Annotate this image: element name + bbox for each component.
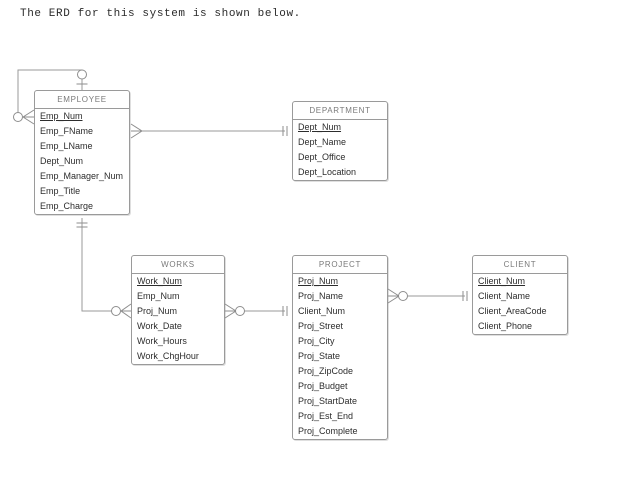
attribute-label: Proj_Num <box>137 306 178 316</box>
attribute-row: Emp_Charge <box>35 199 129 214</box>
attribute-row: Work_ChgHour <box>132 349 224 364</box>
crows-foot <box>224 303 237 319</box>
attribute-row: Proj_Budget <box>293 379 387 394</box>
attribute-row: Dept_Num <box>35 154 129 169</box>
attribute-row: Proj_State <box>293 349 387 364</box>
cardinality-zero-circle <box>235 306 245 316</box>
attribute-label: Emp_LName <box>40 141 93 151</box>
attribute-label: Proj_ZipCode <box>298 366 354 376</box>
entity-title-department: DEPARTMENT <box>293 102 387 120</box>
attribute-row: Work_Date <box>132 319 224 334</box>
attribute-row: Work_Hours <box>132 334 224 349</box>
cardinality-zero-circle <box>13 112 23 122</box>
entity-title-employee: EMPLOYEE <box>35 91 129 109</box>
attribute-row: Emp_Title <box>35 184 129 199</box>
attribute-row: Client_Phone <box>473 319 567 334</box>
attribute-label: Client_Num <box>478 276 526 286</box>
attribute-label: Work_ChgHour <box>137 351 199 361</box>
cardinality-one-and-only-one <box>462 291 468 301</box>
cardinality-one-and-only-one <box>282 306 288 316</box>
attribute-row: Proj_Street <box>293 319 387 334</box>
attribute-label: Work_Num <box>137 276 182 286</box>
attribute-row: Emp_LName <box>35 139 129 154</box>
relationship-works-project <box>224 303 288 319</box>
attribute-primary-key: Work_Num <box>132 274 224 289</box>
cardinality-one-and-only-one <box>76 222 88 228</box>
attribute-row: Proj_Est_End <box>293 409 387 424</box>
attribute-label: Proj_StartDate <box>298 396 358 406</box>
attribute-label: Client_AreaCode <box>478 306 547 316</box>
attribute-row: Dept_Office <box>293 150 387 165</box>
attribute-label: Client_Name <box>478 291 531 301</box>
attribute-row: Client_AreaCode <box>473 304 567 319</box>
attribute-label: Emp_Num <box>137 291 180 301</box>
attribute-label: Emp_Charge <box>40 201 94 211</box>
attribute-row: Emp_Manager_Num <box>35 169 129 184</box>
attribute-label: Emp_Manager_Num <box>40 171 124 181</box>
entity-title-works: WORKS <box>132 256 224 274</box>
relationship-project-client <box>387 288 468 304</box>
attribute-label: Dept_Num <box>40 156 84 166</box>
attribute-row: Dept_Location <box>293 165 387 180</box>
page-caption: The ERD for this system is shown below. <box>20 8 301 20</box>
attribute-label: Dept_Location <box>298 167 357 177</box>
attribute-row: Client_Num <box>293 304 387 319</box>
attribute-row: Emp_Num <box>132 289 224 304</box>
attribute-label: Work_Date <box>137 321 182 331</box>
attribute-label: Proj_Est_End <box>298 411 354 421</box>
cardinality-zero-circle <box>398 291 408 301</box>
relationship-employee-works <box>76 218 132 319</box>
attribute-label: Emp_Num <box>40 111 83 121</box>
crows-foot <box>130 123 143 139</box>
attribute-primary-key: Client_Num <box>473 274 567 289</box>
attribute-label: Dept_Num <box>298 122 342 132</box>
attribute-label: Client_Num <box>298 306 346 316</box>
attribute-primary-key: Dept_Num <box>293 120 387 135</box>
attribute-label: Proj_Street <box>298 321 344 331</box>
attribute-row: Proj_City <box>293 334 387 349</box>
crows-foot <box>387 288 400 304</box>
attribute-label: Proj_Budget <box>298 381 348 391</box>
crows-foot <box>120 303 132 319</box>
entity-title-client: CLIENT <box>473 256 567 274</box>
entity-title-project: PROJECT <box>293 256 387 274</box>
attribute-primary-key: Emp_Num <box>35 109 129 124</box>
attribute-label: Proj_Name <box>298 291 344 301</box>
attribute-label: Work_Hours <box>137 336 187 346</box>
relationship-employee-manages-employee <box>13 69 88 125</box>
attribute-row: Proj_Name <box>293 289 387 304</box>
attribute-row: Client_Name <box>473 289 567 304</box>
attribute-row: Emp_FName <box>35 124 129 139</box>
attribute-label: Proj_Num <box>298 276 339 286</box>
crows-foot <box>22 109 35 125</box>
attribute-row: Proj_Complete <box>293 424 387 439</box>
relationship-employee-department <box>130 123 288 139</box>
cardinality-one-and-only-one <box>282 126 288 136</box>
attribute-row: Dept_Name <box>293 135 387 150</box>
attribute-primary-key: Proj_Num <box>293 274 387 289</box>
attribute-row: Proj_StartDate <box>293 394 387 409</box>
attribute-label: Emp_FName <box>40 126 94 136</box>
cardinality-zero-circle <box>111 306 121 316</box>
attribute-row: Proj_ZipCode <box>293 364 387 379</box>
attribute-row: Proj_Num <box>132 304 224 319</box>
attribute-label: Dept_Name <box>298 137 347 147</box>
attribute-label: Emp_Title <box>40 186 81 196</box>
attribute-label: Dept_Office <box>298 152 346 162</box>
cardinality-zero-circle <box>77 69 87 80</box>
attribute-label: Proj_Complete <box>298 426 358 436</box>
attribute-label: Proj_State <box>298 351 341 361</box>
attribute-label: Client_Phone <box>478 321 533 331</box>
attribute-label: Proj_City <box>298 336 335 346</box>
